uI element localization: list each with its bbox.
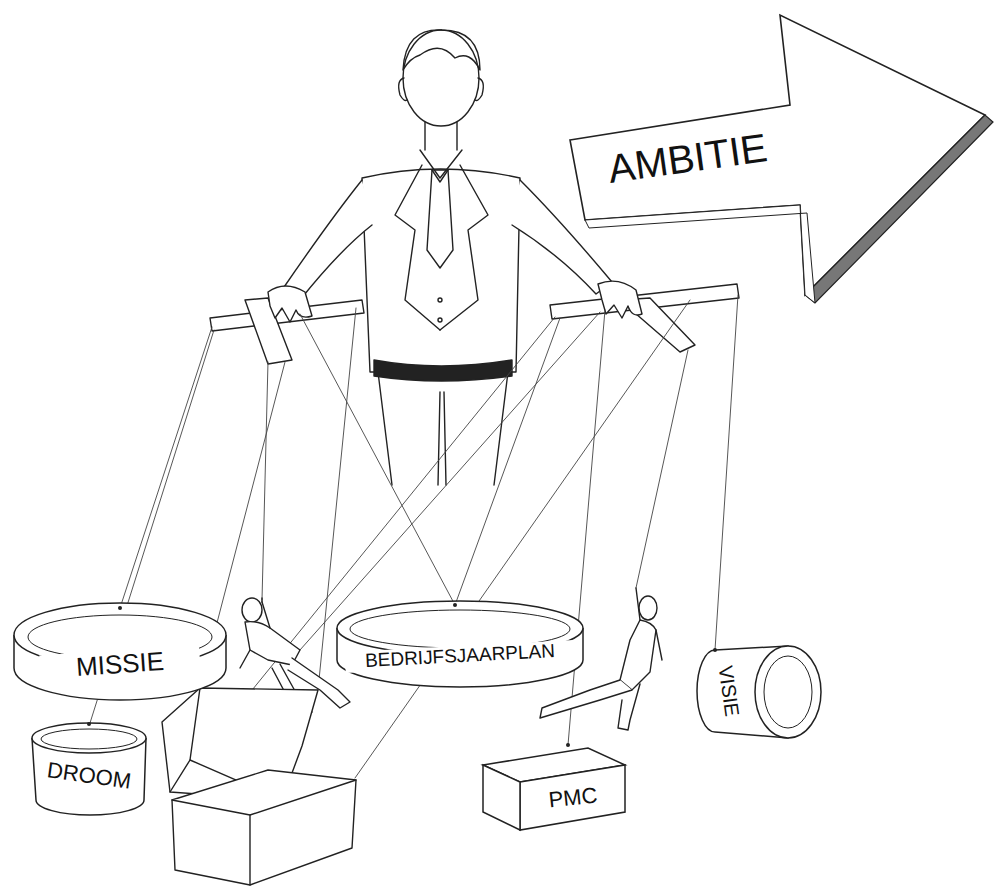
plain-box [162, 688, 356, 885]
puppeteer-body [362, 150, 520, 381]
control-bar [210, 284, 739, 364]
ambition-arrow: AMBITIE [565, 10, 990, 305]
dream-can: DROOM [28, 720, 150, 818]
puppeteer-head [399, 30, 484, 150]
shape-outline [680, 640, 825, 745]
mission-disc: MISSIE [10, 600, 230, 705]
pmc-box: PMC [478, 740, 630, 832]
puppeteer-hands [268, 281, 642, 322]
vision-can: VISIE [680, 640, 825, 745]
puppeteer-arms [282, 180, 612, 300]
yearplan-disc: BEDRIJFSJAARPLAN [333, 598, 587, 693]
puppeteer-legs [378, 372, 508, 485]
